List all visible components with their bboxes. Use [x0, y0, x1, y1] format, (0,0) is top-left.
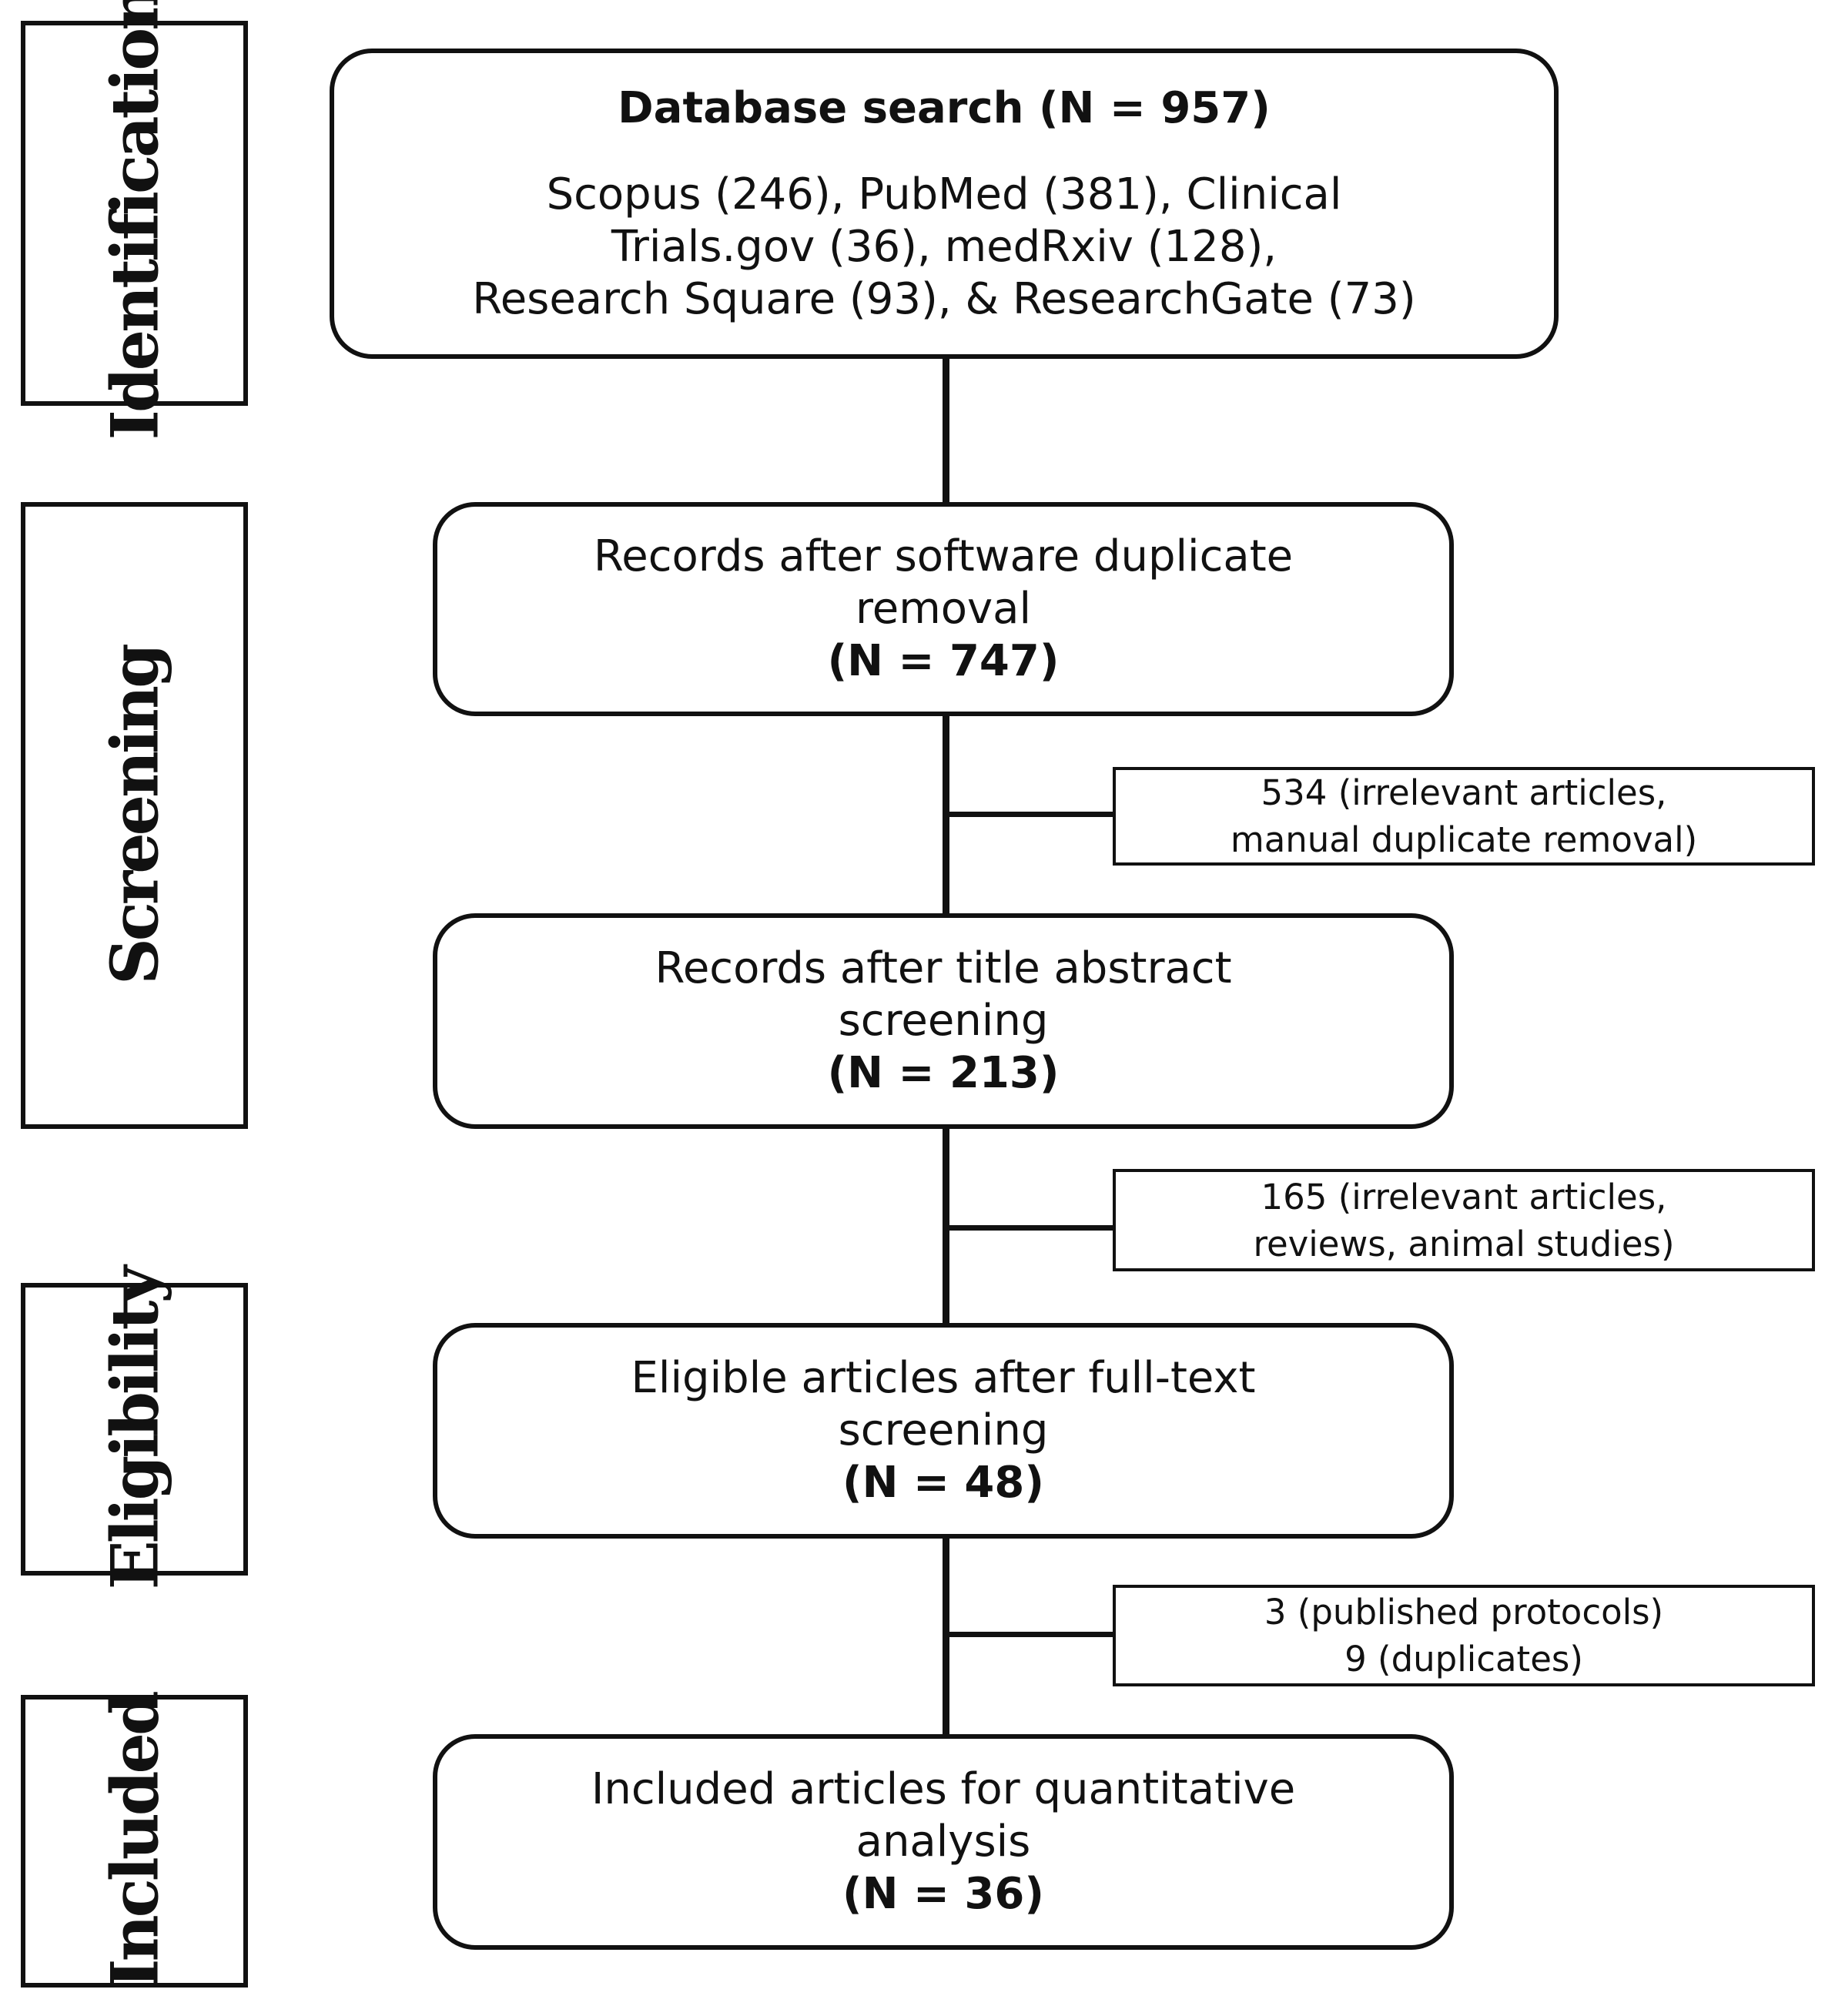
connector-identification-to-screening: [943, 359, 949, 504]
after-title-abstract-count: (N = 213): [827, 1048, 1060, 1098]
exclusion-box-1: 534 (irrelevant articles, manual duplica…: [1113, 767, 1815, 866]
exclusion-1-line-2: manual duplicate removal): [1230, 819, 1698, 860]
exclusion-box-2: 165 (irrelevant articles, reviews, anima…: [1113, 1169, 1815, 1271]
stage-eligibility: Eligibility: [21, 1269, 248, 1589]
database-sources-line-2: Trials.gov (36), medRxiv (128),: [611, 221, 1277, 272]
exclusion-3-line-1: 3 (published protocols): [1264, 1592, 1664, 1633]
after-title-abstract-box: Records after title abstract screening (…: [433, 913, 1454, 1129]
after-duplicate-removal-box: Records after software duplicate removal…: [433, 502, 1454, 716]
connector-exclusion-3: [943, 1632, 1113, 1637]
included-quantitative-line-2: analysis: [856, 1817, 1031, 1867]
stage-included-label: Included: [96, 1693, 172, 1989]
exclusion-1-line-1: 534 (irrelevant articles,: [1261, 772, 1667, 813]
included-quantitative-line-1: Included articles for quantitative: [591, 1764, 1296, 1814]
database-sources-line-1: Scopus (246), PubMed (381), Clinical: [546, 169, 1342, 219]
after-title-abstract-line-1: Records after title abstract: [655, 943, 1232, 993]
after-title-abstract-line-2: screening: [838, 996, 1049, 1046]
eligible-full-text-line-2: screening: [838, 1405, 1049, 1455]
stage-identification: Identification: [21, 0, 248, 440]
stage-identification-label: Identification: [96, 0, 172, 440]
exclusion-box-3: 3 (published protocols) 9 (duplicates): [1113, 1585, 1815, 1686]
after-duplicate-removal-count: (N = 747): [827, 636, 1060, 686]
after-duplicate-removal-line-1: Records after software duplicate: [593, 531, 1294, 581]
exclusion-3-line-2: 9 (duplicates): [1344, 1639, 1583, 1679]
database-search-box: Database search (N = 957) Scopus (246), …: [330, 49, 1559, 359]
exclusion-2-line-1: 165 (irrelevant articles,: [1261, 1176, 1667, 1217]
stage-included: Included: [21, 1693, 248, 1989]
eligible-full-text-line-1: Eligible articles after full-text: [631, 1353, 1256, 1403]
included-quantitative-count: (N = 36): [842, 1869, 1044, 1919]
database-sources-line-3: Research Square (93), & ResearchGate (73…: [472, 273, 1416, 324]
eligible-full-text-count: (N = 48): [842, 1458, 1044, 1508]
connector-exclusion-1: [943, 812, 1113, 817]
stage-screening-label: Screening: [96, 646, 172, 985]
eligible-full-text-box: Eligible articles after full-text screen…: [433, 1323, 1454, 1539]
included-quantitative-box: Included articles for quantitative analy…: [433, 1734, 1454, 1950]
connector-exclusion-2: [943, 1225, 1113, 1231]
stage-screening: Screening: [21, 502, 248, 1129]
database-search-title: Database search (N = 957): [618, 82, 1271, 133]
after-duplicate-removal-line-2: removal: [855, 584, 1032, 634]
exclusion-2-line-2: reviews, animal studies): [1253, 1223, 1675, 1264]
stage-eligibility-label: Eligibility: [96, 1268, 172, 1590]
